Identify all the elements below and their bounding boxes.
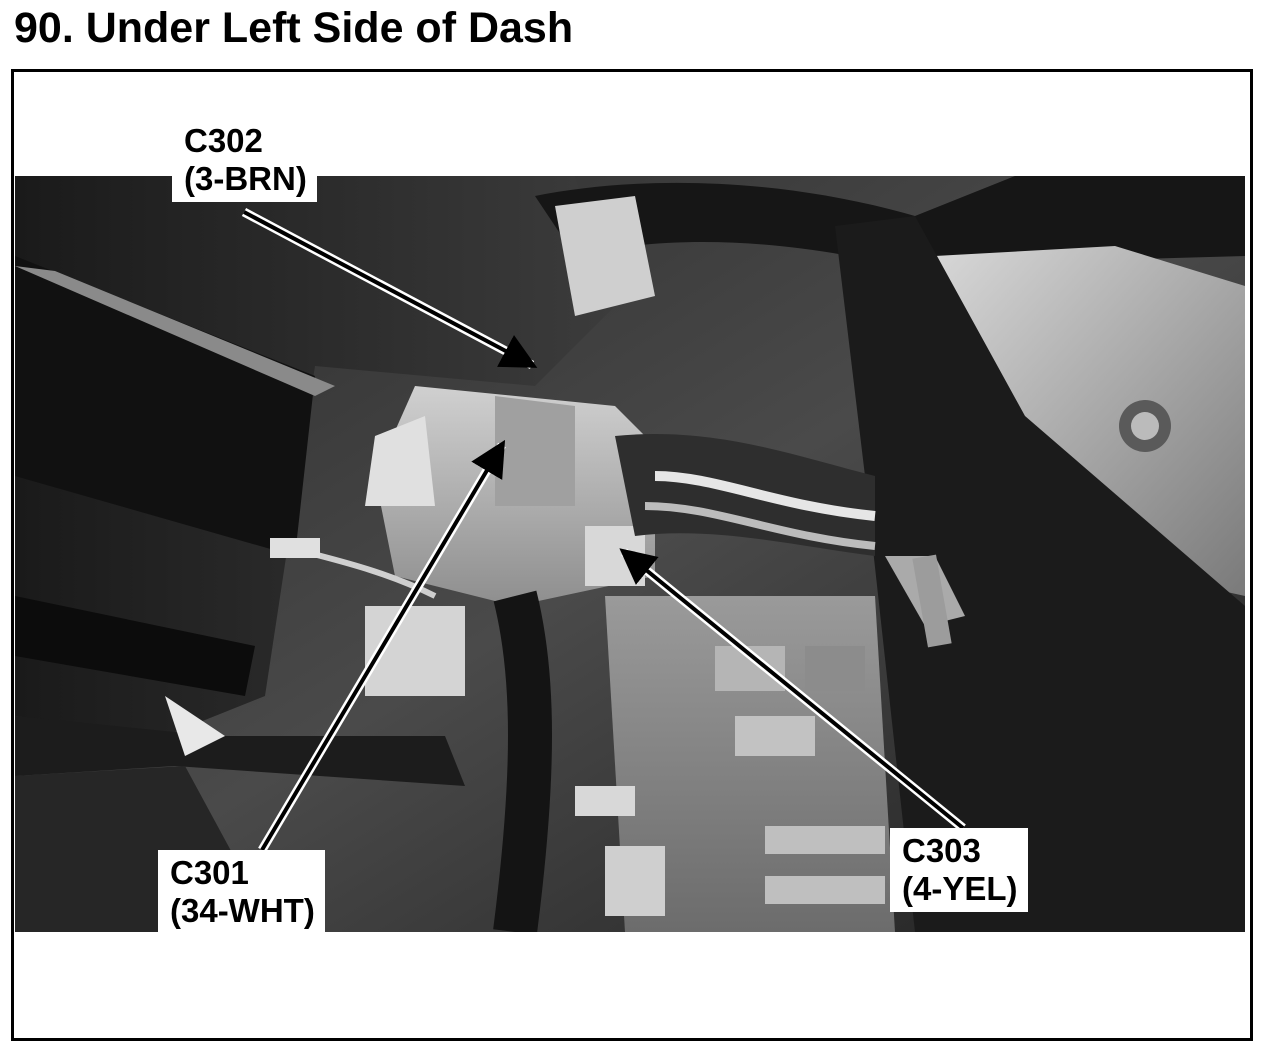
page-title: 90. Under Left Side of Dash [14, 4, 574, 52]
callout-c301: C301 (34-WHT) [158, 850, 325, 934]
callout-c302: C302 (3-BRN) [172, 118, 317, 202]
callout-c302-connector: C302 [184, 122, 263, 159]
callout-c303-connector: C303 [902, 832, 981, 869]
callout-c302-spec: (3-BRN) [184, 160, 307, 197]
callout-c303-spec: (4-YEL) [902, 870, 1018, 907]
dash-photo-illustration [15, 176, 1245, 932]
dash-photo [15, 176, 1245, 932]
callout-c301-connector: C301 [170, 854, 249, 891]
callout-c303: C303 (4-YEL) [890, 828, 1028, 912]
callout-c301-spec: (34-WHT) [170, 892, 315, 929]
